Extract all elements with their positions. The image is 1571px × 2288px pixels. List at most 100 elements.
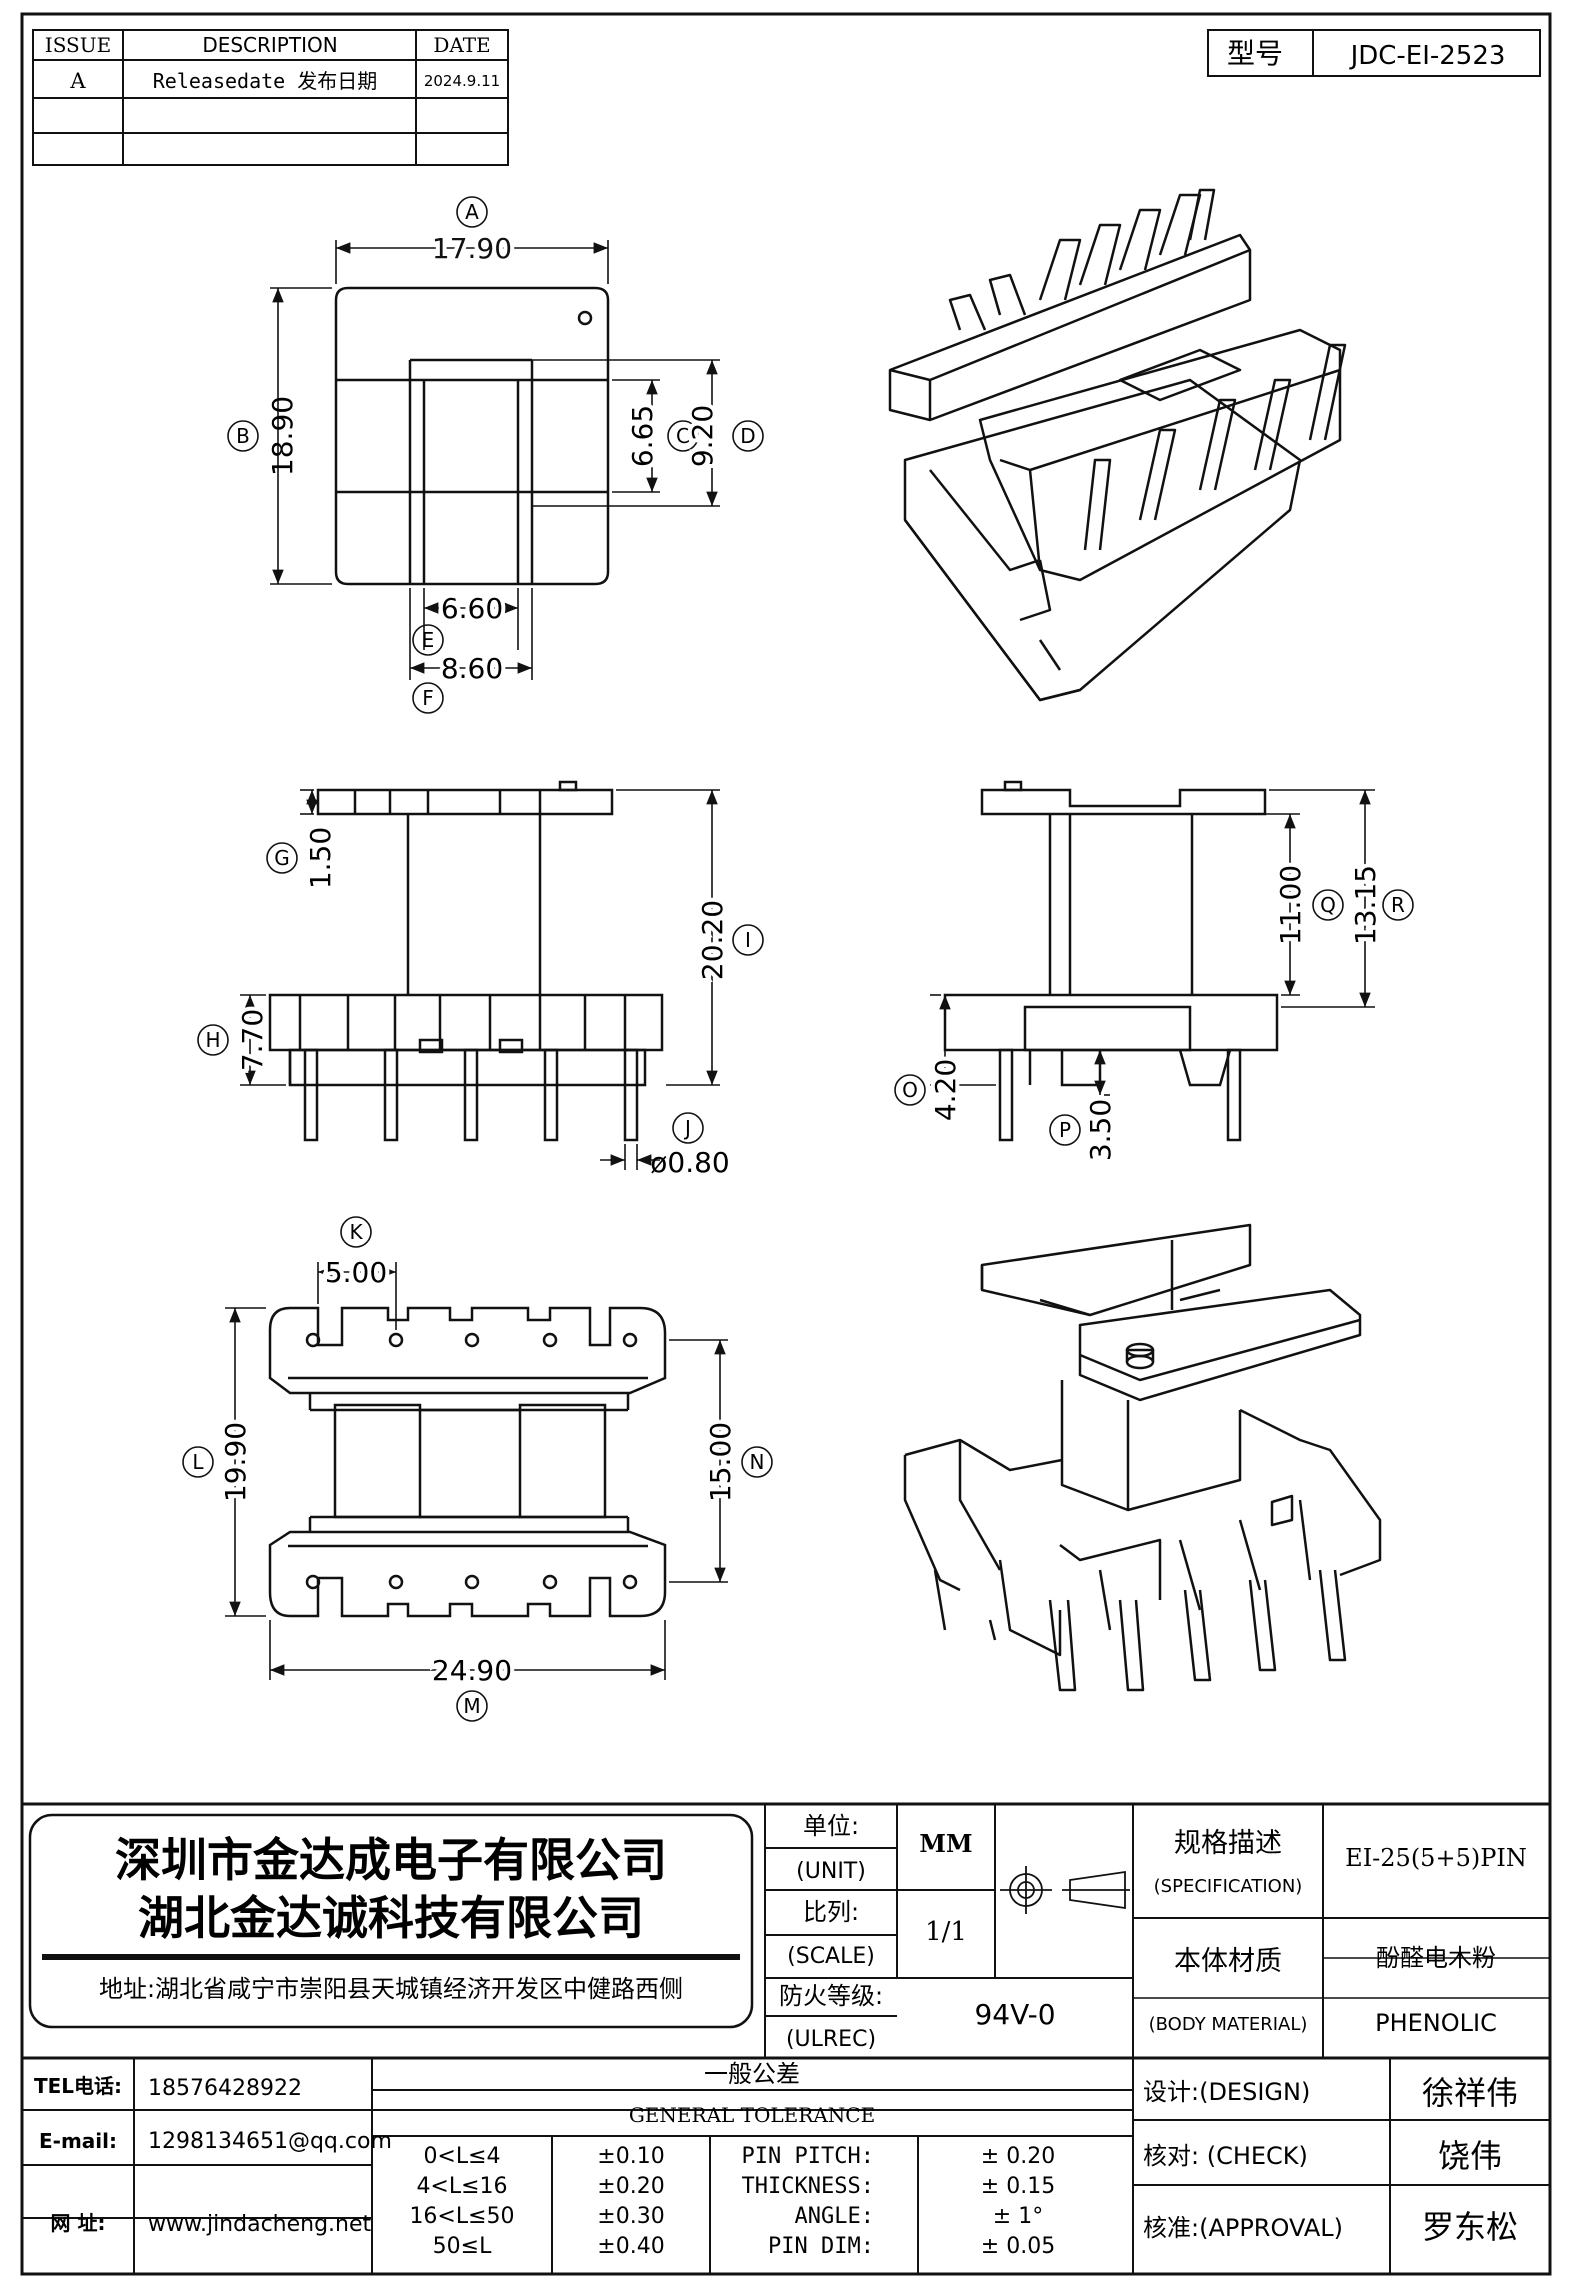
check-name: 饶伟 <box>1438 2137 1502 2175</box>
dim-G: 1.50 <box>304 827 337 889</box>
unit-label-en: (UNIT) <box>796 1859 866 1884</box>
dim-C: 6.65 <box>626 405 659 467</box>
dim-R: 13.15 <box>1349 865 1382 945</box>
email-label: E-mail: <box>39 2129 117 2153</box>
tolerance-title-en: GENERAL TOLERANCE <box>629 2103 875 2127</box>
bottom-view <box>268 1306 667 1618</box>
spec-label-cn: 规格描述 <box>1174 1828 1282 1859</box>
material-value-en: PHENOLIC <box>1375 2009 1497 2037</box>
rev-row-description: Releasedate 发布日期 <box>153 69 378 93</box>
unit-value: MM <box>919 1829 972 1858</box>
front-view-dims <box>197 789 764 1170</box>
web-value: www.jindacheng.net <box>148 2212 372 2237</box>
dim-L: 19.90 <box>219 1422 252 1502</box>
top-view <box>334 286 610 586</box>
pin-label-2: THICKNESS: <box>742 2174 874 2199</box>
company-name-1: 深圳市金达成电子有限公司 <box>115 1833 667 1887</box>
label-H: H <box>205 1028 220 1052</box>
pin-value-4: ± 0.05 <box>981 2234 1055 2259</box>
tol-range-1: 0<L≤4 <box>423 2144 500 2169</box>
label-D: D <box>740 424 755 448</box>
fire-value: 94V-0 <box>974 1998 1055 2031</box>
check-label: 核对: (CHECK) <box>1143 2142 1308 2170</box>
material-label-cn: 本体材质 <box>1174 1946 1282 1977</box>
rev-row-issue: A <box>69 69 86 93</box>
projection-symbol-icon <box>1000 1866 1130 1914</box>
model-label: 型号 <box>1227 37 1283 70</box>
label-O: O <box>902 1078 918 1102</box>
fire-label-cn: 防火等级: <box>779 1982 883 2010</box>
email-value: 1298134651@qq.com <box>148 2129 392 2154</box>
model-value: JDC-EI-2523 <box>1349 41 1506 71</box>
label-G: G <box>274 846 290 870</box>
dim-H: 7.70 <box>236 1009 269 1071</box>
unit-label-cn: 单位: <box>803 1812 859 1840</box>
front-view <box>268 780 664 1142</box>
dim-N: 15.00 <box>704 1422 737 1502</box>
label-F: F <box>422 686 434 710</box>
tel-label: TEL电话: <box>34 2074 122 2098</box>
scale-label-cn: 比列: <box>803 1898 859 1926</box>
label-N: N <box>750 1450 765 1474</box>
tol-range-3: 16<L≤50 <box>409 2204 514 2229</box>
label-C: C <box>676 424 690 448</box>
tol-value-3: ±0.30 <box>597 2204 664 2229</box>
tel-value: 18576428922 <box>148 2076 302 2101</box>
pin-label-4: PIN DIM: <box>768 2234 874 2259</box>
tol-range-4: 50≤L <box>433 2234 492 2259</box>
approval-label: 核准:(APPROVAL) <box>1143 2214 1343 2242</box>
company-name-2: 湖北金达诚科技有限公司 <box>138 1891 644 1945</box>
label-P: P <box>1059 1118 1071 1142</box>
pin-label-3: ANGLE: <box>795 2204 874 2229</box>
dim-F: 8.60 <box>441 652 503 685</box>
iso-view-bottom <box>903 1223 1382 1692</box>
label-Q: Q <box>1320 893 1336 917</box>
tol-value-2: ±0.20 <box>597 2174 664 2199</box>
model-box <box>1207 29 1541 77</box>
dim-I: 20.20 <box>696 900 729 980</box>
company-address: 地址:湖北省咸宁市崇阳县天城镇经济开发区中健路西侧 <box>99 1975 683 2003</box>
tol-value-4: ±0.40 <box>597 2234 664 2259</box>
label-J: J <box>683 1116 691 1140</box>
web-label: 网 址: <box>51 2211 106 2235</box>
label-I: I <box>745 928 751 952</box>
material-value-cn: 酚醛电木粉 <box>1376 1944 1496 1972</box>
pin-value-1: ± 0.20 <box>981 2144 1055 2169</box>
rev-header-issue: ISSUE <box>45 33 111 57</box>
rev-header-description: DESCRIPTION <box>202 33 337 57</box>
dim-K: 5.00 <box>325 1256 387 1289</box>
dim-Q: 11.00 <box>1274 865 1307 945</box>
fire-label-en: (ULREC) <box>786 2027 876 2052</box>
spec-label-en: (SPECIFICATION) <box>1154 1876 1303 1897</box>
approval-name: 罗东松 <box>1422 2208 1518 2246</box>
pin-label-1: PIN PITCH: <box>742 2144 874 2169</box>
label-R: R <box>1391 893 1405 917</box>
dim-A: 17.90 <box>432 232 512 265</box>
design-label: 设计:(DESIGN) <box>1143 2078 1310 2106</box>
label-E: E <box>422 628 435 652</box>
sheet-border <box>20 12 1552 2276</box>
label-M: M <box>463 1694 480 1718</box>
rev-row-date: 2024.9.11 <box>424 72 500 90</box>
dim-D: 9.20 <box>686 405 719 467</box>
scale-value: 1/1 <box>925 1917 967 1947</box>
title-block-lines <box>22 1802 1550 2274</box>
rev-header-date: DATE <box>433 33 490 57</box>
tolerance-title-cn: 一般公差 <box>704 2060 800 2088</box>
bottom-view-dims <box>182 1216 773 1722</box>
dim-O: 4.20 <box>929 1059 962 1121</box>
dim-M: 24.90 <box>432 1654 512 1687</box>
pin-value-2: ± 0.15 <box>981 2174 1055 2199</box>
scale-label-en: (SCALE) <box>787 1944 875 1969</box>
label-B: B <box>236 424 250 448</box>
label-K: K <box>349 1220 363 1244</box>
dim-E: 6.60 <box>441 592 503 625</box>
spec-value: EI-25(5+5)PIN <box>1345 1844 1527 1872</box>
side-view <box>943 780 1279 1142</box>
label-A: A <box>465 200 479 224</box>
iso-view-top <box>888 188 1347 702</box>
side-view-dims <box>894 789 1414 1146</box>
pin-value-3: ± 1° <box>993 2204 1043 2229</box>
dim-P: 3.50 <box>1084 1099 1117 1161</box>
